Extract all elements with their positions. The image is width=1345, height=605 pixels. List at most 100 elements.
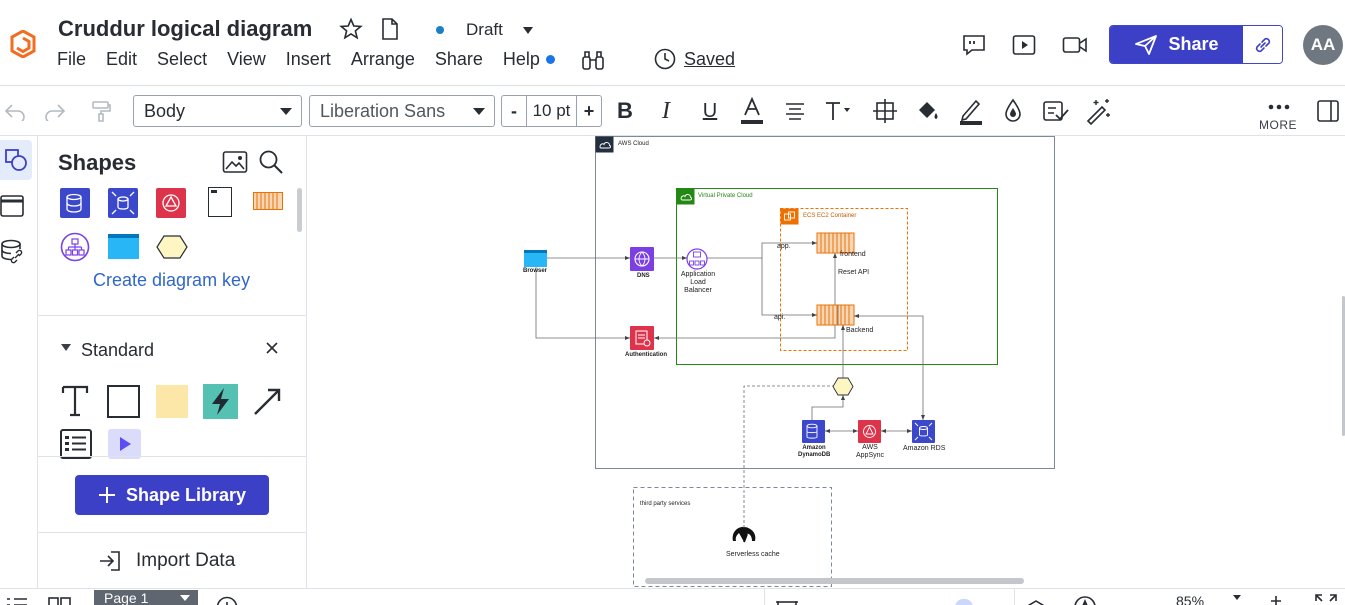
text-shape-icon[interactable]: [60, 384, 90, 418]
canvas-vertical-scrollbar[interactable]: [1342, 296, 1345, 436]
third-party-group[interactable]: [633, 487, 832, 587]
binoculars-icon[interactable]: [581, 49, 605, 76]
document-title[interactable]: Cruddur logical diagram: [58, 16, 313, 41]
saved-status[interactable]: Saved: [654, 48, 735, 70]
hexagon-node[interactable]: [832, 377, 854, 396]
create-diagram-key-link[interactable]: Create diagram key: [93, 270, 251, 290]
list-shape-icon[interactable]: [60, 429, 92, 459]
menu-edit[interactable]: Edit: [106, 49, 138, 69]
appsync-node[interactable]: [858, 420, 881, 443]
browser-node[interactable]: [524, 250, 547, 267]
font-family-select[interactable]: Liberation Sans: [309, 95, 495, 127]
sticky-note-shape-icon[interactable]: [156, 385, 188, 418]
container-shape[interactable]: [253, 192, 283, 210]
rds-node[interactable]: [912, 420, 935, 443]
shapes-rail-button[interactable]: [0, 140, 32, 180]
grid-view-icon[interactable]: [48, 595, 72, 605]
data-icon[interactable]: [0, 238, 28, 271]
bold-icon[interactable]: B: [617, 98, 633, 123]
lucid-logo-icon[interactable]: [10, 29, 36, 59]
standard-section-label[interactable]: Standard: [81, 340, 155, 360]
aws-cloud-group[interactable]: [595, 136, 1055, 469]
avatar[interactable]: AA: [1303, 25, 1343, 65]
align-center-icon[interactable]: [780, 96, 810, 126]
font-size-increase-button[interactable]: +: [583, 100, 595, 121]
opacity-icon[interactable]: [998, 96, 1028, 126]
collapse-triangle-icon[interactable]: [61, 344, 71, 351]
rds-shape[interactable]: [108, 188, 138, 218]
diagram-canvas[interactable]: AWS Cloud Virtual Private Cloud ECS EC2 …: [307, 136, 1345, 588]
hexagon-shape[interactable]: [156, 235, 188, 259]
undo-icon[interactable]: [0, 96, 30, 126]
zoom-level[interactable]: 85%: [1176, 593, 1205, 605]
arrange-icon[interactable]: [870, 96, 900, 126]
navigate-icon[interactable]: [1073, 594, 1097, 605]
menu-file[interactable]: File: [57, 49, 87, 69]
arrow-shape-icon[interactable]: [252, 385, 284, 417]
shape-library-button[interactable]: Shape Library: [75, 475, 269, 515]
close-icon[interactable]: [265, 341, 279, 360]
org-chart-shape[interactable]: [60, 232, 90, 262]
fullscreen-icon[interactable]: [1314, 593, 1338, 605]
text-options-icon[interactable]: [822, 96, 856, 126]
menu-arrange[interactable]: Arrange: [350, 49, 415, 69]
layers-icon[interactable]: [1024, 596, 1048, 605]
star-icon[interactable]: [338, 16, 364, 42]
canvas-horizontal-scrollbar[interactable]: [645, 578, 1024, 584]
fill-color-icon[interactable]: [913, 96, 943, 126]
appsync-shape[interactable]: [156, 188, 186, 218]
more-label[interactable]: MORE: [1259, 118, 1297, 132]
text-color-icon[interactable]: [737, 96, 767, 126]
copy-link-button[interactable]: [1243, 26, 1282, 63]
zoom-out-icon[interactable]: [1155, 596, 1165, 605]
status-dropdown[interactable]: Draft: [436, 20, 533, 40]
data-linking-icon[interactable]: [1041, 96, 1071, 126]
action-shape-icon[interactable]: [203, 384, 238, 419]
browser-shape[interactable]: [108, 234, 139, 259]
frontend-container-node[interactable]: [816, 232, 855, 254]
document-icon[interactable]: [378, 16, 402, 42]
font-size-decrease-button[interactable]: -: [511, 100, 517, 121]
panel-toggle-icon[interactable]: [1313, 96, 1343, 126]
import-data-button[interactable]: Import Data: [98, 550, 235, 572]
toggle-knob[interactable]: [955, 599, 973, 605]
underline-icon[interactable]: U: [702, 99, 718, 122]
magic-wand-icon[interactable]: [1083, 96, 1113, 126]
templates-icon[interactable]: [0, 194, 26, 223]
add-page-icon[interactable]: [216, 595, 238, 605]
menu-insert[interactable]: Insert: [285, 49, 331, 69]
ecs-group[interactable]: [780, 208, 908, 351]
dynamodb-shape[interactable]: [60, 188, 90, 218]
present-icon[interactable]: [1011, 33, 1037, 57]
note-shape[interactable]: [208, 187, 232, 217]
serverless-cache-node[interactable]: [732, 526, 756, 543]
fit-page-icon[interactable]: [775, 596, 799, 605]
menu-help[interactable]: Help: [502, 49, 540, 69]
menu-select[interactable]: Select: [157, 49, 208, 69]
share-button[interactable]: Share: [1110, 26, 1243, 63]
panel-scrollbar[interactable]: [297, 188, 302, 232]
backend-container-node[interactable]: [816, 304, 855, 326]
dns-node[interactable]: [630, 247, 654, 271]
format-painter-icon[interactable]: [86, 96, 116, 126]
image-search-icon[interactable]: [222, 150, 248, 179]
authentication-node[interactable]: [630, 326, 654, 350]
dynamodb-node[interactable]: [802, 420, 825, 443]
zoom-dropdown-icon[interactable]: [1233, 595, 1241, 600]
zoom-in-icon[interactable]: [1270, 594, 1282, 605]
search-icon[interactable]: [258, 149, 284, 180]
page-tab[interactable]: Page 1: [94, 590, 198, 605]
comments-icon[interactable]: [961, 33, 987, 57]
embed-shape-icon[interactable]: [108, 429, 141, 459]
redo-icon[interactable]: [40, 96, 70, 126]
menu-share[interactable]: Share: [434, 49, 483, 69]
text-style-select[interactable]: Body: [133, 95, 302, 127]
alb-node[interactable]: [686, 248, 708, 270]
vpc-group[interactable]: [676, 188, 998, 365]
video-call-icon[interactable]: [1061, 33, 1089, 57]
italic-icon[interactable]: I: [662, 97, 670, 124]
more-icon[interactable]: [1264, 92, 1294, 122]
font-size-input[interactable]: 10 pt: [526, 96, 577, 126]
menu-view[interactable]: View: [227, 49, 266, 69]
rectangle-shape-icon[interactable]: [107, 385, 140, 418]
